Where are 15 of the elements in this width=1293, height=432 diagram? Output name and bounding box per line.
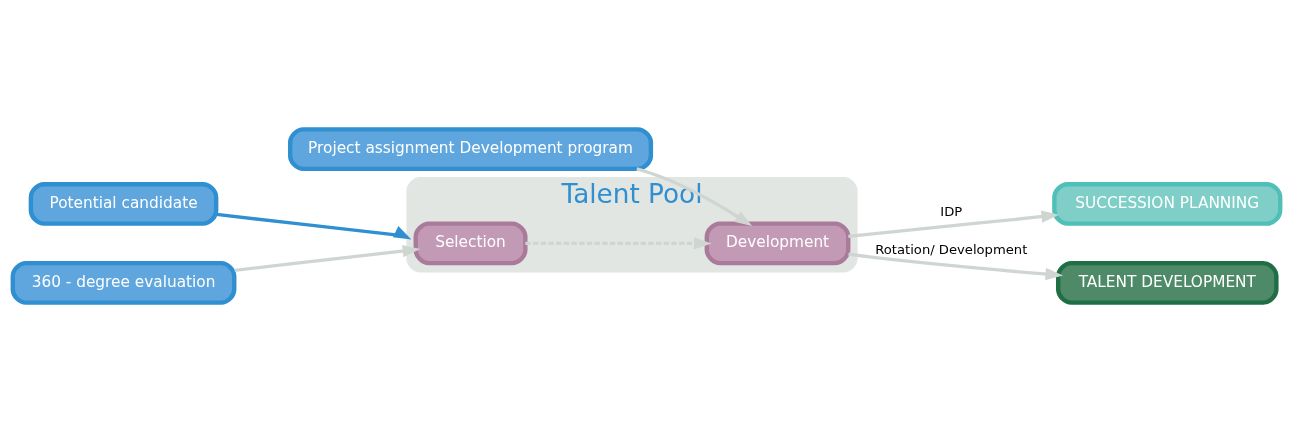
edge-label: IDP (940, 203, 963, 219)
edge-label: Rotation/ Development (875, 241, 1028, 257)
node-box: 360 - degree evaluation (10, 260, 237, 305)
arrow (525, 237, 712, 250)
arrow (848, 252, 1063, 281)
node-box: Potential candidate (28, 182, 219, 226)
node-box: SUCCESSION PLANNING (1052, 182, 1283, 226)
arrow (636, 167, 753, 227)
node-box: Development (704, 221, 851, 266)
node-box: TALENT DEVELOPMENT (1056, 260, 1279, 305)
arrow (848, 210, 1060, 238)
arrow (216, 212, 412, 240)
node-box: Selection (413, 221, 528, 266)
arrow (234, 244, 421, 272)
node-box: Project assignment Development program (287, 127, 654, 172)
